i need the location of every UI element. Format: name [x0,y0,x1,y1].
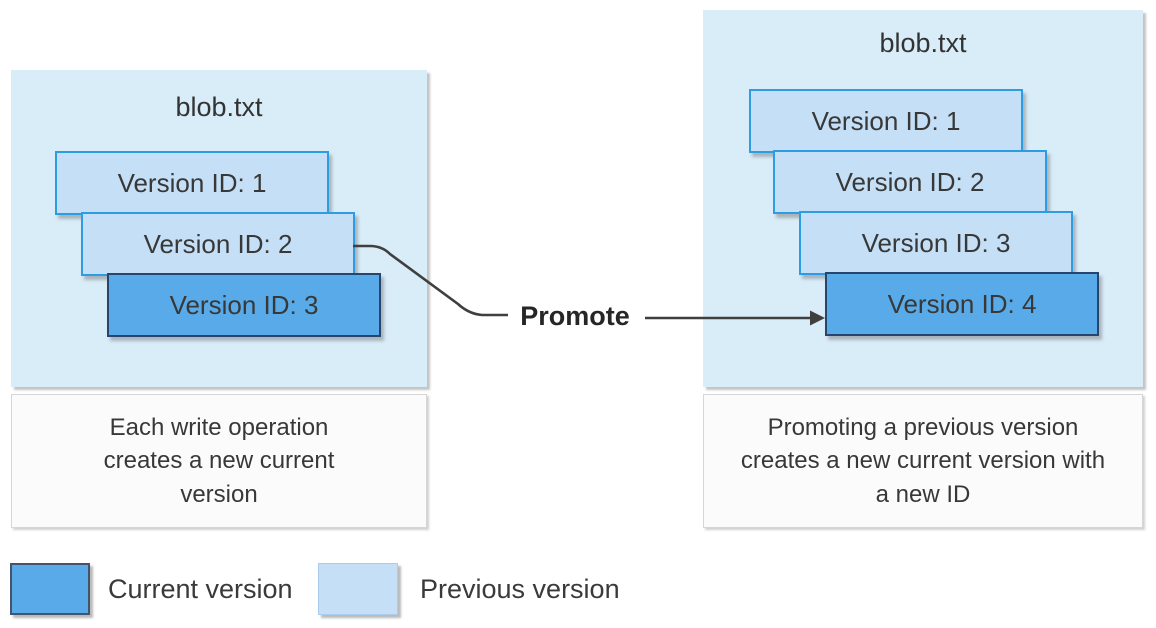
legend-previous-version-swatch [318,563,398,615]
right-caption-text: Promoting a previous version creates a n… [740,414,1106,508]
legend-previous-version-label: Previous version [420,574,620,604]
right-version-box-4: Version ID: 4 [825,272,1099,336]
right-version-box-3: Version ID: 3 [799,211,1073,275]
left-version-box-2: Version ID: 2 [81,212,355,276]
left-caption-text: Each write operation creates a new curre… [103,414,335,508]
right-blob-title: blob.txt [879,28,967,58]
promote-label: Promote [520,301,630,331]
right-version-box-1: Version ID: 1 [749,89,1023,153]
left-blob-title: blob.txt [175,92,263,122]
legend-current-version-swatch [10,563,90,615]
legend-current-version-label: Current version [108,574,293,604]
right-version-box-2: Version ID: 2 [773,150,1047,214]
right-caption-box: Promoting a previous version creates a n… [703,394,1143,528]
left-caption-box: Each write operation creates a new curre… [11,394,427,528]
left-version-box-1: Version ID: 1 [55,151,329,215]
left-version-box-3: Version ID: 3 [107,273,381,337]
